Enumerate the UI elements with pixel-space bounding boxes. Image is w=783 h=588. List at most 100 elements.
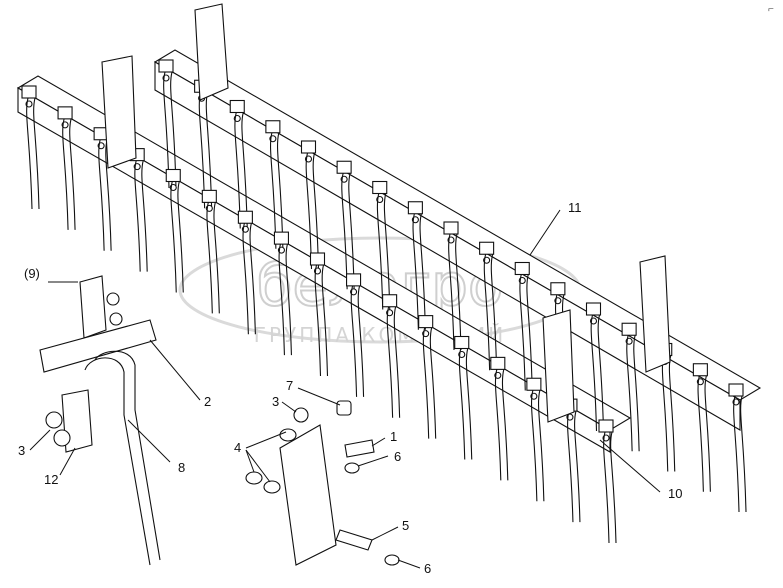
rear-clamp-6 bbox=[336, 160, 352, 174]
nut-3a-upper bbox=[45, 411, 63, 429]
corner-mark: ⌐ bbox=[768, 4, 774, 15]
front-tine-11-b bbox=[393, 306, 401, 418]
rear-tine-3-a bbox=[234, 112, 241, 229]
front-clamp-6 bbox=[201, 189, 217, 203]
rear-tine-10-b bbox=[490, 254, 498, 371]
rear-tine-14-a bbox=[626, 335, 633, 452]
leader-lines bbox=[29, 209, 661, 569]
callout-5: 5 bbox=[402, 518, 409, 533]
rear-tine-17-a bbox=[733, 395, 740, 513]
rear-tine-9-b bbox=[455, 233, 462, 351]
leader-8 bbox=[127, 419, 171, 463]
leader-3b bbox=[281, 401, 297, 413]
rear-clamp-16 bbox=[692, 363, 708, 377]
front-clamp-10 bbox=[346, 273, 362, 287]
leader-6b bbox=[397, 559, 421, 569]
callout-7: 7 bbox=[286, 378, 293, 393]
leader-11 bbox=[529, 209, 561, 256]
leader-6a bbox=[357, 455, 389, 467]
leader-4-a bbox=[245, 431, 287, 449]
rear-tine-11-a bbox=[519, 274, 526, 391]
rear-tine-13-b bbox=[597, 314, 605, 432]
rear-tine-5-a bbox=[305, 152, 313, 270]
leader-4-c bbox=[245, 449, 271, 483]
nut-upper bbox=[106, 292, 120, 306]
rear-clamp-12 bbox=[550, 282, 566, 296]
front-tine-17-b bbox=[610, 431, 617, 544]
rear-tine-4-a bbox=[269, 132, 277, 249]
rear-tine-1-a bbox=[163, 71, 170, 189]
callout-3b: 3 bbox=[272, 394, 279, 409]
leader-2 bbox=[149, 339, 201, 401]
front-clamp-13 bbox=[454, 335, 470, 350]
rear-tine-17-b bbox=[740, 395, 747, 513]
leader-7 bbox=[297, 387, 341, 406]
spacer-7 bbox=[336, 400, 352, 416]
front-clamp-7 bbox=[237, 210, 253, 224]
front-tine-12-a bbox=[422, 327, 430, 439]
front-tine-12-b bbox=[429, 327, 437, 439]
front-clamp-17 bbox=[598, 419, 614, 433]
pin-6-b bbox=[384, 554, 400, 566]
left-exploded-group bbox=[39, 275, 161, 566]
right-exploded-group bbox=[245, 400, 400, 566]
rear-tine-16-a bbox=[697, 375, 704, 492]
rear-tine-16-b bbox=[704, 375, 711, 492]
tine-8-b bbox=[84, 357, 151, 566]
front-tine-16-a bbox=[567, 410, 574, 523]
rear-tine-5-b bbox=[312, 152, 320, 270]
callout-12: 12 bbox=[44, 472, 58, 487]
front-clamp-9 bbox=[309, 252, 326, 266]
pin-6-a bbox=[344, 462, 360, 474]
leader-5 bbox=[371, 526, 399, 541]
front-tine-6-a bbox=[206, 202, 213, 314]
nut-3b bbox=[293, 407, 309, 423]
front-tine-14-b bbox=[501, 369, 509, 481]
front-tine-1-b bbox=[33, 97, 40, 210]
rear-tine-8-b bbox=[419, 213, 426, 330]
bracket-plate bbox=[279, 424, 337, 566]
u-bolt-2 bbox=[39, 319, 157, 373]
rear-clamp-3 bbox=[229, 99, 245, 114]
rear-tine-10-a bbox=[483, 254, 491, 371]
front-tine-7-a bbox=[242, 223, 249, 335]
callout-11: 11 bbox=[568, 200, 582, 215]
pin-5 bbox=[335, 529, 373, 551]
front-tine-8-b bbox=[285, 243, 292, 356]
callout-labels: 11 (9) 2 3 12 8 7 3 4 1 6 10 5 6 bbox=[18, 200, 682, 576]
rear-clamp-4 bbox=[265, 120, 281, 134]
front-tine-13-a bbox=[458, 348, 466, 460]
front-tine-2-b bbox=[69, 118, 76, 230]
front-tine-4-b bbox=[141, 160, 148, 272]
rear-tine-14-b bbox=[633, 335, 640, 452]
beam-brackets bbox=[101, 3, 671, 423]
front-tine-8-a bbox=[278, 243, 285, 356]
front-clamp-1 bbox=[21, 85, 37, 99]
rear-clamp-10 bbox=[479, 241, 495, 255]
bracket-rear-right bbox=[639, 255, 671, 373]
rear-clamp-13 bbox=[585, 302, 602, 316]
front-tine-10-b bbox=[357, 285, 365, 397]
clip-4-a bbox=[279, 428, 297, 442]
callout-6a: 6 bbox=[394, 449, 401, 464]
rear-tine-9-a bbox=[448, 233, 455, 351]
leader-4-b bbox=[245, 449, 255, 473]
callout-8: 8 bbox=[178, 460, 185, 475]
callout-6b: 6 bbox=[424, 561, 431, 576]
rear-clamp-8 bbox=[407, 201, 423, 215]
bracket-rear-left bbox=[194, 3, 229, 101]
leader-1 bbox=[371, 437, 386, 447]
front-tine-15-a bbox=[530, 390, 538, 502]
front-clamp-12 bbox=[418, 315, 434, 329]
front-tine-2-a bbox=[62, 118, 69, 230]
rear-clamp-1 bbox=[158, 59, 174, 73]
rear-tine-4-b bbox=[276, 132, 284, 249]
rear-tine-8-a bbox=[412, 213, 419, 330]
rear-clamp-17 bbox=[728, 383, 744, 397]
front-tine-17-a bbox=[603, 431, 610, 544]
bracket-front-right bbox=[542, 309, 575, 423]
leader-3a bbox=[29, 429, 51, 451]
callout-9: (9) bbox=[24, 266, 40, 281]
front-tine-7-b bbox=[249, 223, 256, 335]
